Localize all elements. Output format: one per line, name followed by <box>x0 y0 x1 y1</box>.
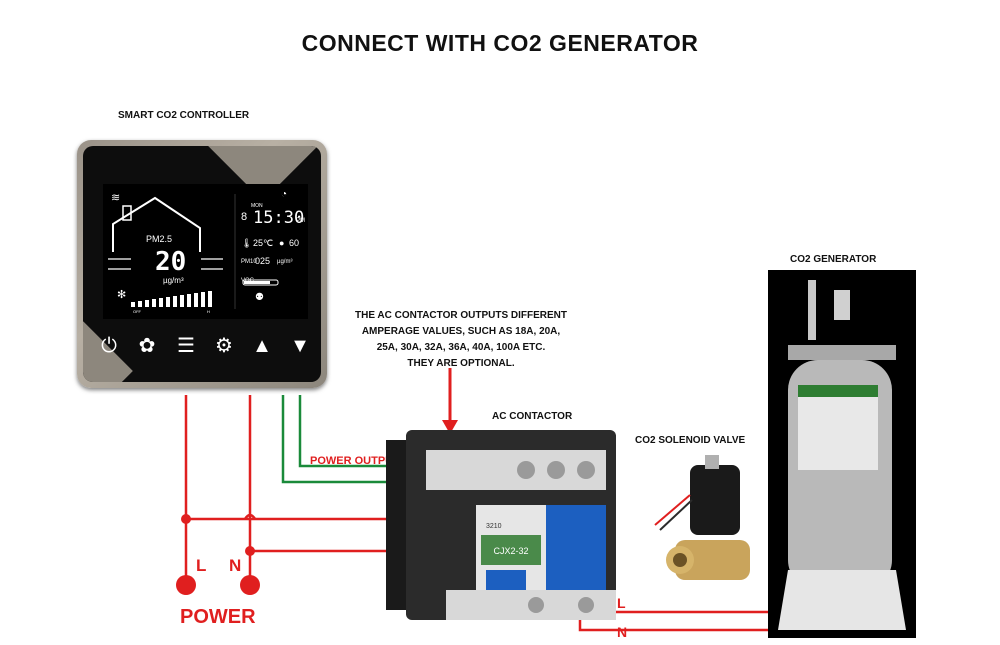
valve-label: CO2 SOLENOID VALVE <box>635 435 746 446</box>
valve-cap <box>705 455 719 469</box>
n-terminal-label: N <box>229 556 242 575</box>
pm25-value: 20 <box>155 247 187 277</box>
terminal-screw <box>528 597 544 613</box>
terminal-screw <box>577 461 595 479</box>
mode-icon: ⚉ <box>255 292 264 303</box>
temperature: 25℃ <box>253 238 274 248</box>
wire-output-l <box>601 592 768 614</box>
l-terminal-label: L <box>196 556 207 575</box>
humidity-icon: ● <box>279 238 285 248</box>
pm10-value: 025 <box>255 256 271 266</box>
generator-label-panel <box>798 385 878 470</box>
chimney-icon <box>122 205 132 221</box>
pm10-label: PM10 <box>241 259 257 265</box>
contactor-code-text: 3210 <box>486 523 502 530</box>
controller-face: ≋ ◔ PM2.5 20 µg/m³ MON 8 15:30 PM 🌡 25℃ … <box>83 146 321 382</box>
co2-generator-panel <box>768 270 916 638</box>
fan-hi-label: H <box>207 309 210 314</box>
contactor-label: AC CONTACTOR <box>492 411 573 422</box>
airflow-arrows <box>108 258 223 270</box>
co2-generator <box>778 280 906 630</box>
generator-base <box>778 570 906 630</box>
contactor-blue-block <box>546 505 606 605</box>
generator-gauge <box>834 290 850 320</box>
menu-icon[interactable]: ☰ <box>177 335 195 357</box>
generator-label-header <box>798 385 878 397</box>
fan-icon[interactable]: ✿ <box>138 335 156 357</box>
n-output-label: N <box>617 624 628 640</box>
valve-port-hole <box>673 553 687 567</box>
voc-label: VOC <box>241 278 255 284</box>
down-triangle-icon[interactable]: ▼ <box>290 335 310 357</box>
clock-suffix: PM <box>296 218 305 224</box>
contactor-top-terminals <box>426 450 606 490</box>
contactor-model-text: CJX2-32 <box>493 546 528 556</box>
terminal-screw <box>578 597 594 613</box>
clock-time: 15:30 <box>253 208 305 228</box>
fan-off-label: OFF <box>133 309 141 314</box>
note-line: THEY ARE OPTIONAL. <box>407 358 515 369</box>
pm25-unit: µg/m³ <box>163 276 184 285</box>
controller-label: SMART CO2 CONTROLLER <box>118 110 250 121</box>
valve-body <box>675 540 750 580</box>
up-triangle-icon[interactable]: ▲ <box>252 335 272 357</box>
solenoid-valve <box>654 455 750 580</box>
wifi-icon: ◔ <box>281 189 288 200</box>
wire-crossover <box>243 513 257 520</box>
ac-contactor: CJX2-32 3210 10 <box>386 430 616 620</box>
screen-graphics <box>108 194 279 309</box>
fan-speed-bars <box>131 291 212 307</box>
power-icon[interactable]: ⏻ <box>101 335 117 357</box>
generator-tube <box>808 280 816 340</box>
junction-n <box>245 546 255 556</box>
page-title: CONNECT WITH CO2 GENERATOR <box>301 30 699 56</box>
day-label: MON <box>251 203 263 209</box>
contactor-model-plate <box>481 535 541 565</box>
valve-wire <box>654 494 691 526</box>
house-outline-icon <box>112 196 201 252</box>
gear-icon[interactable]: ⚙ <box>215 335 233 357</box>
generator-label: CO2 GENERATOR <box>790 254 877 265</box>
vent-icon: ≋ <box>111 192 121 204</box>
note-line: AMPERAGE VALUES, SUCH AS 18A, 20A, <box>361 326 561 337</box>
terminal-screw <box>517 461 535 479</box>
day-digit: 8 <box>241 211 248 223</box>
power-terminal-l <box>176 575 196 595</box>
l-output-label: L <box>617 595 626 611</box>
voc-bar-frame <box>242 279 279 286</box>
controller-screen: ≋ ◔ PM2.5 20 µg/m³ MON 8 15:30 PM 🌡 25℃ … <box>103 184 308 319</box>
valve-wire <box>659 499 693 531</box>
power-label: POWER <box>180 606 256 628</box>
co2-controller: ≋ ◔ PM2.5 20 µg/m³ MON 8 15:30 PM 🌡 25℃ … <box>77 140 327 388</box>
fan-icon: ✻ <box>117 289 127 301</box>
contactor-note: THE AC CONTACTOR OUTPUTS DIFFERENT AMPER… <box>336 308 586 372</box>
note-arrow-head <box>442 420 458 434</box>
pm10-unit: µg/m³ <box>277 259 293 265</box>
power-terminal-n <box>240 575 260 595</box>
note-line: 25A, 30A, 32A, 36A, 40A, 100A ETC. <box>376 342 546 353</box>
pm25-label: PM2.5 <box>146 234 173 244</box>
thermometer-icon: 🌡 <box>241 238 253 248</box>
generator-regulator <box>788 345 896 360</box>
note-line: THE AC CONTACTOR OUTPUTS DIFFERENT <box>354 310 568 321</box>
voc-bar-fill <box>244 281 270 284</box>
valve-coil <box>690 465 740 535</box>
humidity: 60 <box>289 238 300 248</box>
junction-l <box>181 514 191 524</box>
terminal-screw <box>547 461 565 479</box>
